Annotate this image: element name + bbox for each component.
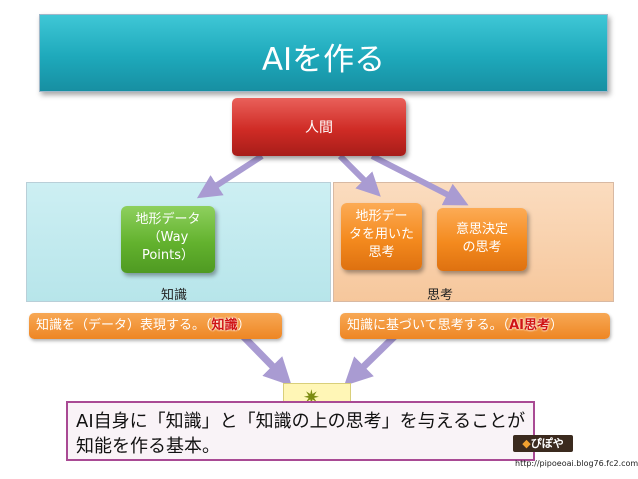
decision-line-1: 意思決定: [455, 222, 508, 237]
terrain-thinking-line-1: 地形デー: [355, 209, 408, 224]
knowledge-statement-highlight: 知識: [211, 318, 238, 333]
arrow-human-to-terrain-thinking: [337, 153, 381, 197]
logo-mark-icon: ◆: [522, 437, 531, 450]
conclusion-line-1: AI自身に「知識」と「知識の上の思考」を与えることが: [76, 411, 526, 432]
thinking-statement-suffix: ）: [550, 318, 564, 333]
human-box: 人間: [232, 98, 406, 156]
knowledge-statement-suffix: ）: [237, 318, 251, 333]
blog-url: http://pipoeoai.blog76.fc2.com/: [515, 459, 638, 468]
terrain-thinking-card: 地形デー タを用いた 思考: [341, 203, 422, 270]
arrow-knowledge-to-center: [237, 330, 292, 387]
terrain-data-line-1: 地形データ: [135, 212, 201, 227]
slide-title: AIを作る: [261, 42, 386, 78]
knowledge-label: 知識: [161, 288, 188, 303]
terrain-thinking-line-2: タを用いた: [348, 227, 414, 242]
blog-logo: ◆ぴぽや: [513, 435, 573, 452]
arrow-human-to-decision: [370, 153, 469, 206]
decision-line-2: の思考: [462, 240, 502, 255]
decision-thinking-card: 意思決定 の思考: [437, 208, 527, 271]
human-label: 人間: [305, 120, 333, 136]
thinking-label: 思考: [427, 288, 454, 303]
arrow-human-to-knowledge: [196, 153, 264, 199]
title-banner: AIを作る: [39, 14, 608, 92]
knowledge-statement: 知識を（データ）表現する。（知識）: [29, 313, 282, 339]
terrain-data-line-2: （Way: [147, 230, 189, 245]
knowledge-statement-prefix: 知識を（データ）表現する。（: [36, 318, 212, 333]
conclusion-line-2: 知能を作る基本。: [76, 436, 220, 457]
blog-logo-text: ぴぽや: [530, 437, 564, 450]
thinking-statement: 知識に基づいて思考する。（AI思考）: [340, 313, 610, 339]
thinking-statement-highlight: AI思考: [509, 318, 551, 333]
conclusion-box: AI自身に「知識」と「知識の上の思考」を与えることが 知能を作る基本。: [66, 401, 535, 461]
terrain-data-line-3: Points）: [141, 248, 195, 263]
terrain-thinking-line-3: 思考: [368, 245, 395, 260]
thinking-statement-prefix: 知識に基づいて思考する。（: [347, 318, 510, 333]
arrow-thinking-to-center: [343, 330, 401, 386]
terrain-data-card: 地形データ （Way Points）: [121, 206, 215, 273]
